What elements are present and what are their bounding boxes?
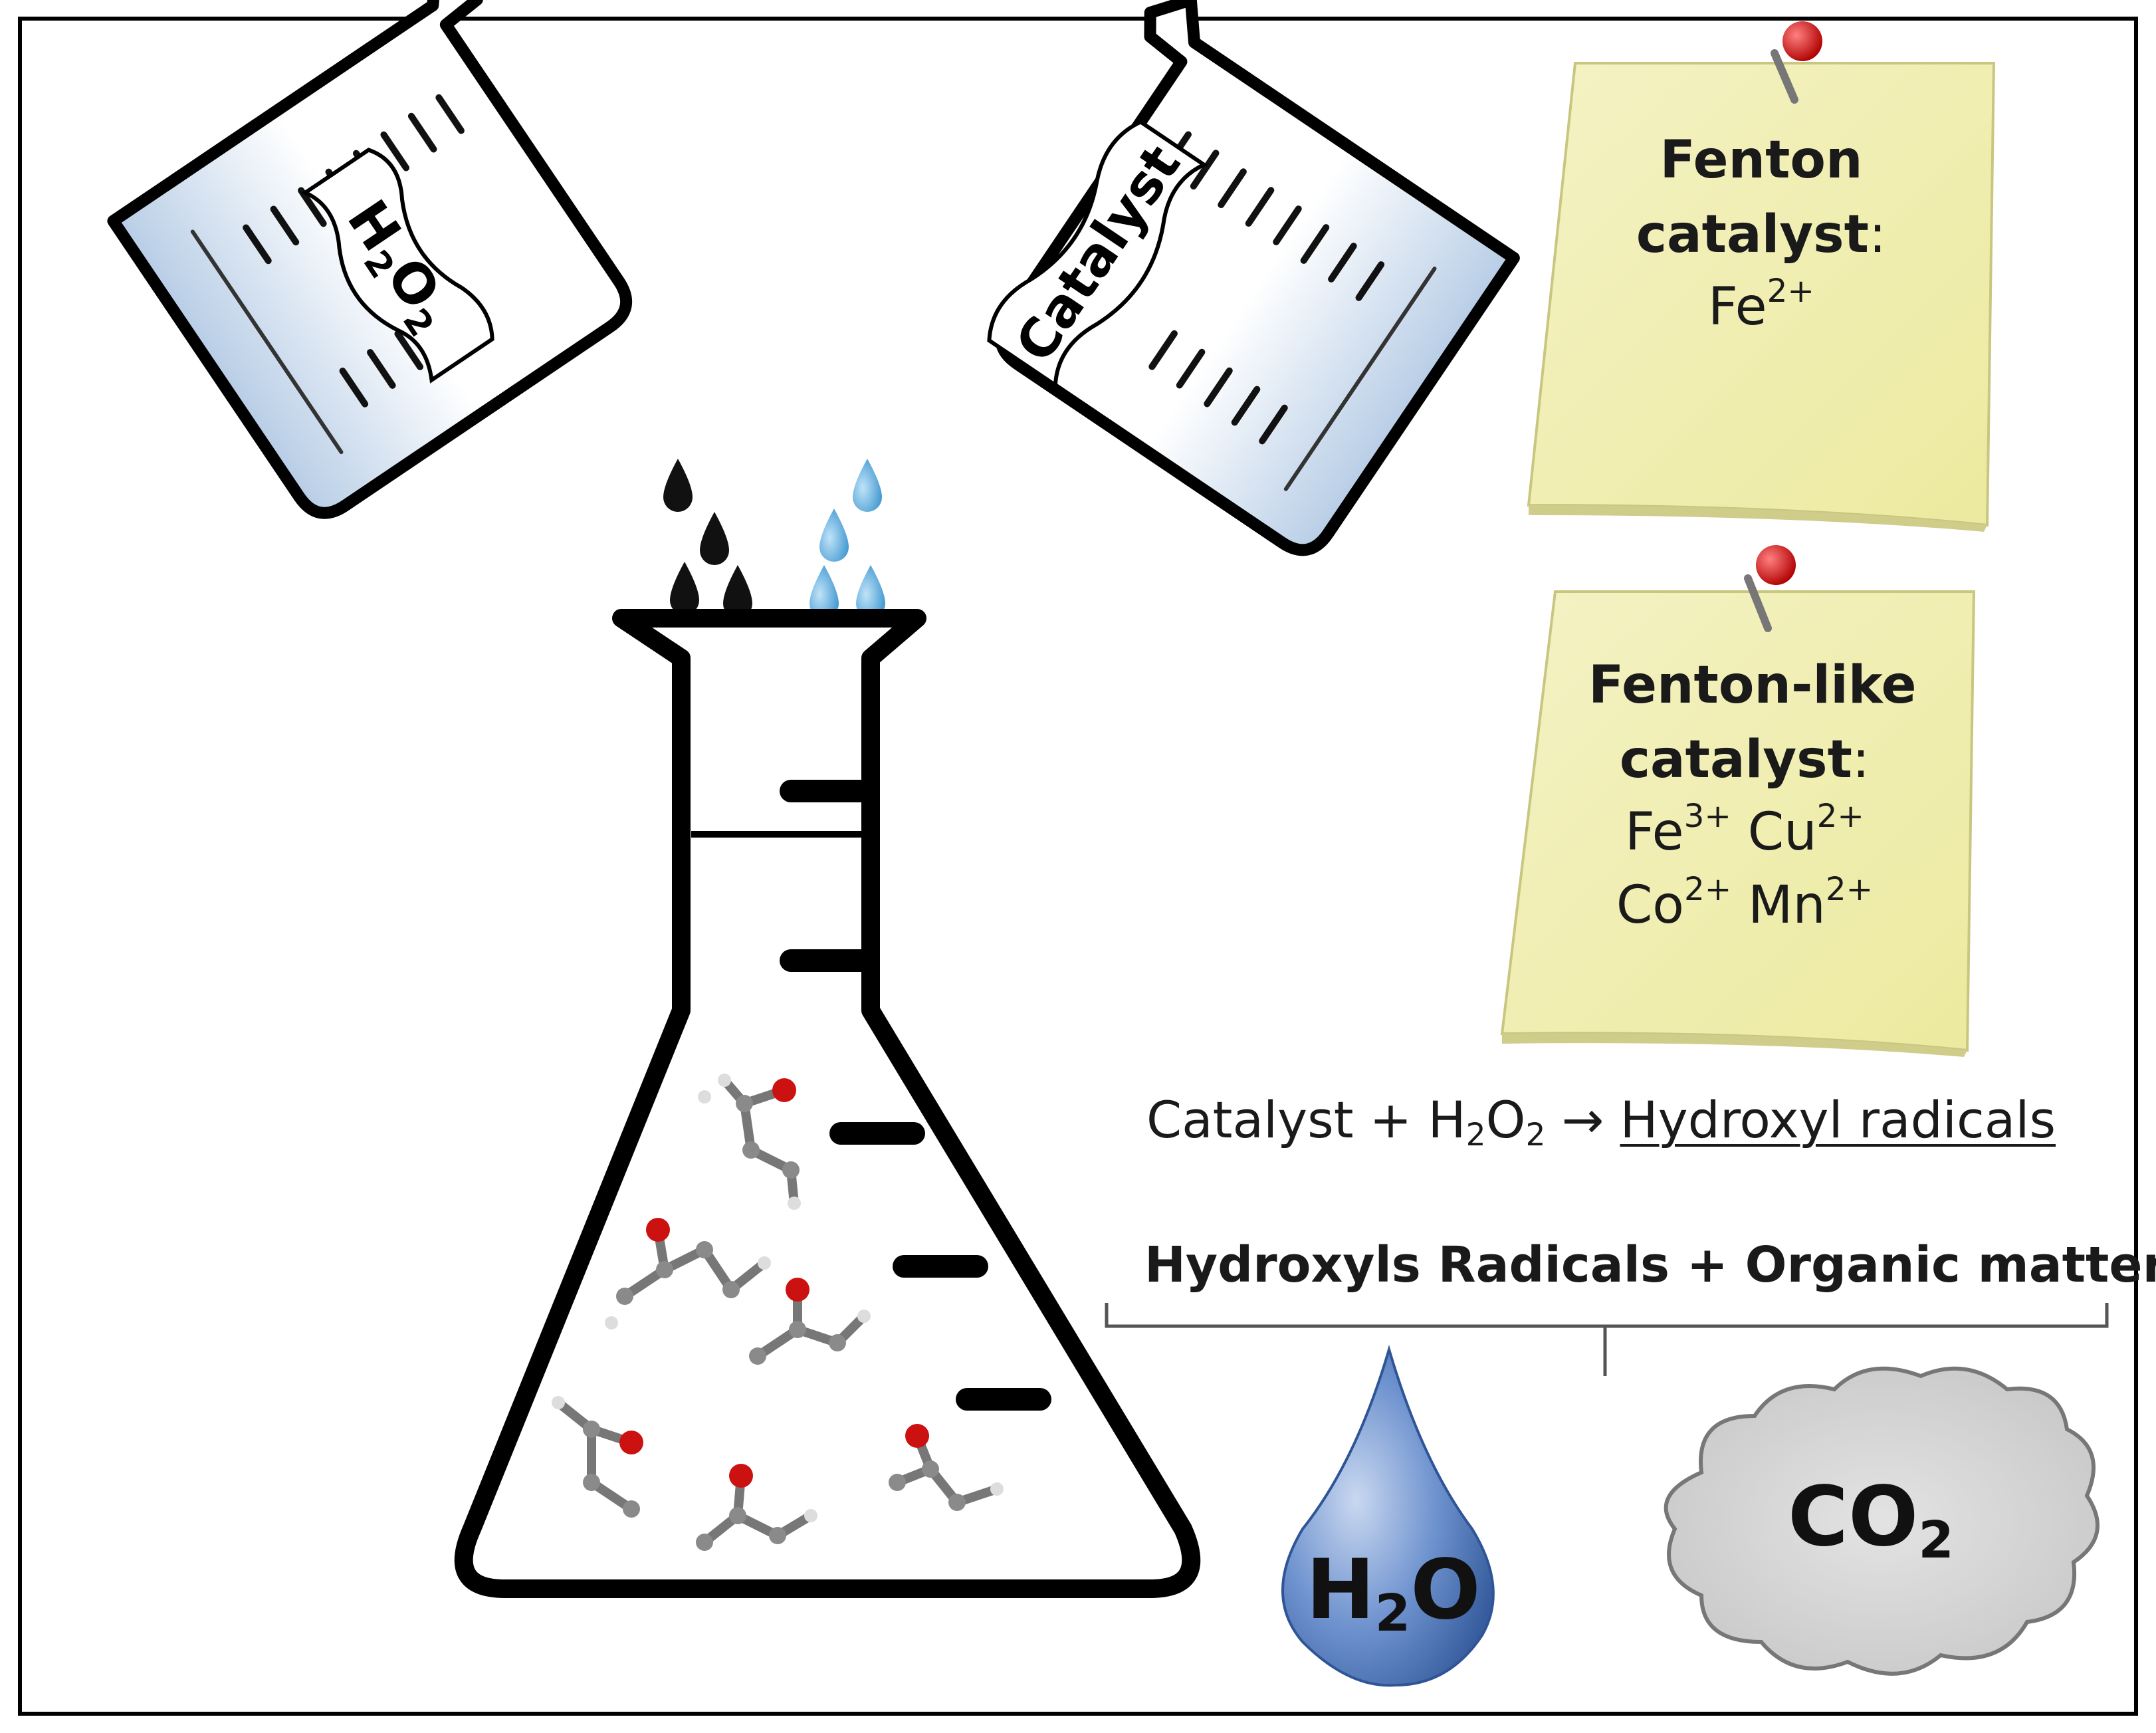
bracket-brace xyxy=(1105,1303,2109,1376)
note-fenton-colon: : xyxy=(1868,205,1887,265)
water-label-o: O xyxy=(1410,1542,1481,1638)
equation-product: Hydroxyl radicals xyxy=(1620,1090,2056,1149)
water-label-sub: 2 xyxy=(1374,1584,1411,1644)
pin-fenton-like xyxy=(1744,545,1796,632)
equation-reactants: Catalyst + H xyxy=(1146,1090,1466,1149)
note-fenton-title-line1: Fenton xyxy=(1660,130,1863,190)
blue-drop xyxy=(819,509,849,562)
flask-graduations xyxy=(780,780,1051,1411)
note-fenton-ion: Fe2+ xyxy=(1622,273,1901,337)
reaction-organic-text: Hydroxyls Radicals + Organic matter xyxy=(1144,1236,2156,1294)
blue-drop xyxy=(856,565,885,618)
ion-mn: Mn xyxy=(1748,875,1826,935)
note-fenton-like-title-line1: Fenton-like xyxy=(1588,655,1917,715)
reaction-organic: Hydroxyls Radicals + Organic matter xyxy=(1144,1236,2156,1294)
co2-label-sub: 2 xyxy=(1918,1511,1954,1571)
water-drop xyxy=(1281,1344,1495,1687)
equation-o: O xyxy=(1485,1090,1526,1149)
water-label: H2O xyxy=(1306,1542,1481,1643)
black-drop xyxy=(670,562,699,615)
ion-cu: Cu xyxy=(1747,802,1817,862)
black-drop xyxy=(723,565,752,618)
erlenmeyer-flask xyxy=(454,609,1201,1598)
note-fenton xyxy=(1527,62,1996,532)
note-fenton-like xyxy=(1500,590,1976,1057)
note-fenton-title-line2: catalyst xyxy=(1636,205,1869,265)
reaction-equation: Catalyst + H2O2 → Hydroxyl radicals xyxy=(1146,1090,2056,1153)
note-fenton-like-ions-row2: Co2+ Mn2+ xyxy=(1588,871,1901,935)
blue-drop xyxy=(809,565,839,618)
ion-co-charge: 2+ xyxy=(1684,871,1732,908)
molecule xyxy=(749,1278,871,1365)
molecule xyxy=(552,1396,643,1518)
ion-fe3-charge: 3+ xyxy=(1683,798,1731,835)
ion-mn-charge: 2+ xyxy=(1825,871,1874,908)
ion-co: Co xyxy=(1616,875,1685,935)
note-fenton-like-ions-row1: Fe3+ Cu2+ xyxy=(1588,798,1901,862)
black-drop xyxy=(663,459,693,512)
molecule xyxy=(605,1218,771,1329)
water-label-h: H xyxy=(1306,1542,1375,1638)
equation-sub2: 2 xyxy=(1525,1116,1546,1153)
co2-label: CO2 xyxy=(1788,1469,1954,1570)
black-drop xyxy=(700,512,729,565)
note-fenton-title: Fenton catalyst: xyxy=(1622,123,1901,272)
equation-sub1: 2 xyxy=(1465,1116,1486,1153)
co2-label-co: CO xyxy=(1788,1469,1919,1565)
note-fenton-like-title: Fenton-like catalyst: xyxy=(1588,648,1917,797)
ion-fe3: Fe xyxy=(1625,802,1684,862)
ion-fe: Fe xyxy=(1708,277,1767,337)
molecule xyxy=(696,1464,817,1551)
organic-molecules xyxy=(552,1074,1004,1551)
equation-arrow: → xyxy=(1561,1090,1604,1149)
ion-cu-charge: 2+ xyxy=(1816,798,1864,835)
molecule xyxy=(889,1424,1004,1511)
note-fenton-like-colon: : xyxy=(1852,730,1870,790)
molecule xyxy=(698,1074,801,1210)
note-fenton-like-title-line2: catalyst xyxy=(1619,730,1852,790)
pin-fenton xyxy=(1771,21,1822,104)
blue-drop xyxy=(853,459,882,512)
ion-fe-charge: 2+ xyxy=(1767,273,1814,310)
co2-cloud xyxy=(1664,1366,2100,1676)
